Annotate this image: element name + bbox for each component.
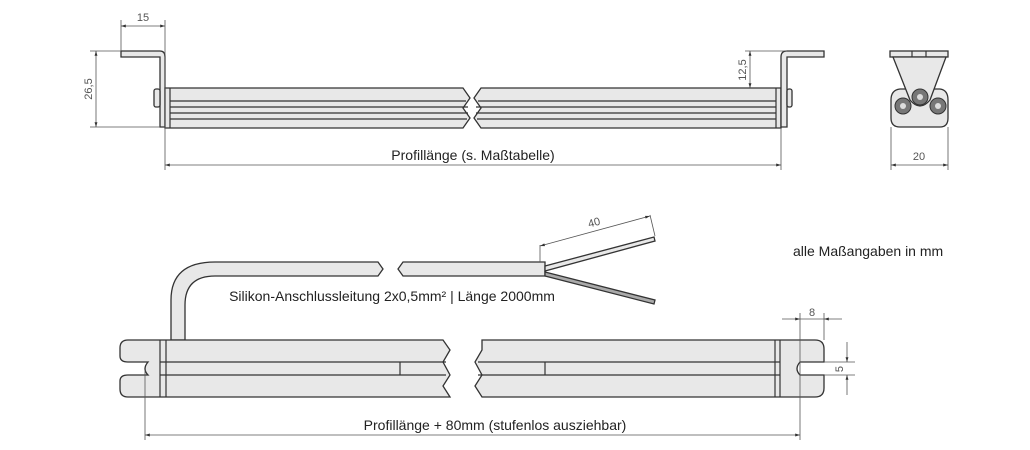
dim-bracket-offset: 12,5 [737, 59, 749, 80]
left-screw [153, 88, 161, 108]
dim-slot-width: 5 [834, 366, 846, 372]
extended-length-label: Profillänge + 80mm (stufenlos ausziehbar… [364, 417, 627, 433]
wire-1 [544, 236, 656, 272]
units-note: alle Maßangaben in mm [793, 243, 943, 259]
profile-right-piece [473, 87, 782, 129]
profile-inner-lines [159, 340, 781, 397]
dim-wire-strip: 40 [587, 216, 602, 231]
profile-left-piece [164, 87, 471, 129]
dim-end-width: 20 [913, 151, 925, 163]
top-side-view: 15 26,5 12,5 Profillänge (s. Maßtabelle) [83, 12, 825, 170]
extended-profile-left [119, 339, 452, 398]
dim-height: 26,5 [83, 78, 95, 99]
profile-grooves [169, 88, 777, 128]
cable-label: Silikon-Anschlussleitung 2x0,5mm² | Läng… [229, 288, 555, 304]
dim-slot-depth: 8 [809, 307, 815, 319]
cable-end [397, 261, 546, 277]
dim-bracket-width: 15 [137, 12, 149, 24]
extended-profile-right [474, 339, 825, 398]
mount-plate [889, 50, 949, 58]
cable [170, 261, 384, 341]
wire-2 [544, 271, 656, 305]
bottom-view: 40 Silikon-Anschlussleitung 2x0,5mm² | L… [119, 214, 855, 440]
bracket-wedge [892, 56, 947, 107]
profile-length-label: Profillänge (s. Maßtabelle) [391, 147, 554, 163]
end-view: 20 [889, 50, 949, 170]
right-screw [786, 88, 793, 108]
screw-heads [894, 88, 947, 115]
